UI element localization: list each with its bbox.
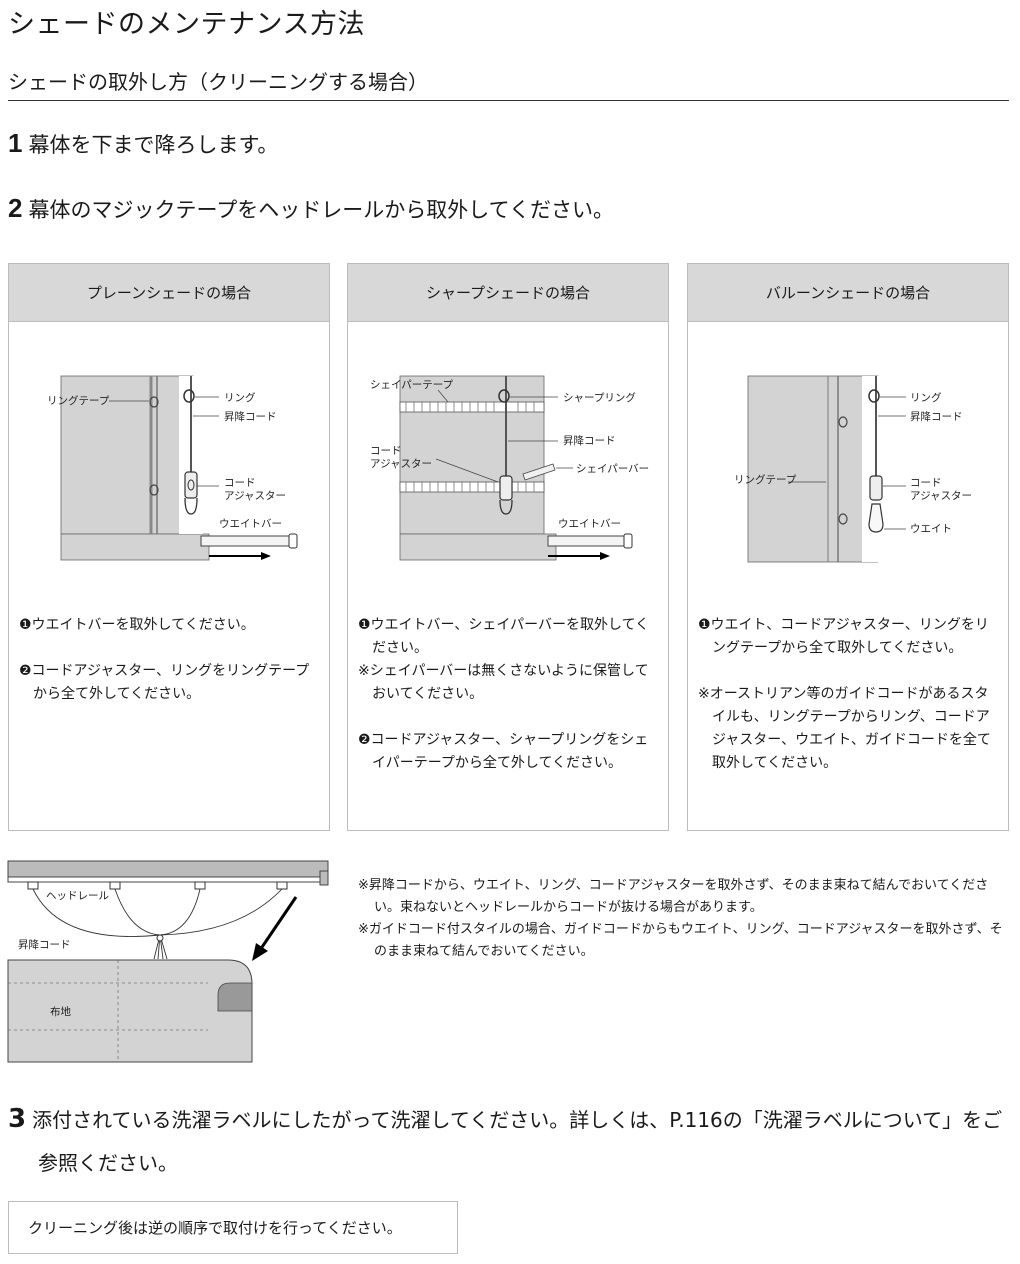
label-sharp-ring: シャープリング	[563, 391, 636, 404]
step-number: 1	[8, 128, 23, 158]
panel-instructions: ❶ウエイトバー、シェイパーバーを取外してください。 ※シェイパーバーは無くさない…	[358, 614, 662, 798]
step-text: 幕体のマジックテープをヘッドレールから取外してください。	[28, 198, 614, 222]
step-text: 添付されている洗濯ラベルにしたがって洗濯してください。詳しくは、P.116の「洗…	[32, 1108, 1003, 1175]
panel-instructions: ❶ウエイトバーを取外してください。 ❷コードアジャスター、リングをリングテープか…	[19, 614, 323, 729]
divider	[8, 100, 1009, 101]
shaper-tape-top	[399, 401, 545, 413]
instruction: ❶ウエイトバー、シェイパーバーを取外してください。	[358, 617, 650, 656]
plain-shade-figure: リングテープ リング 昇降コード コード アジャスター ウエイトバー	[47, 375, 298, 561]
label-weight: ウエイト	[910, 523, 952, 535]
sharp-shade-figure: シェイパーテープ シャープリング 昇降コード コード アジャスター シェイパーバ…	[370, 375, 649, 561]
label-adjuster-2: アジャスター	[910, 490, 972, 502]
page-title: シェードのメンテナンス方法	[8, 9, 365, 40]
instruction-note: ※シェイパーバーは無くさないように保管しておいてください。	[358, 663, 649, 702]
label-ring: リング	[224, 391, 256, 404]
panel-plain-shade: プレーンシェードの場合 リングテープ リング 昇降コード コード アジャスター …	[8, 263, 330, 831]
panel-instructions: ❶ウエイト、コードアジャスター、リングをリングテープから全て取外してください。 …	[698, 614, 1002, 798]
note: ※昇降コードから、ウエイト、リング、コードアジャスターを取外さず、そのまま束ねて…	[358, 878, 989, 915]
after-cleaning-note: クリーニング後は逆の順序で取付けを行ってください。	[8, 1201, 458, 1254]
headrail-figure: ヘッドレール 昇降コード 布地	[7, 860, 329, 1063]
label-fabric: 布地	[50, 1005, 71, 1018]
after-note-text: クリーニング後は逆の順序で取付けを行ってください。	[28, 1219, 402, 1237]
shaper-tape-bottom	[399, 481, 545, 493]
label-adjuster-1: コード	[224, 477, 256, 489]
panel-header: バルーンシェードの場合	[688, 264, 1008, 322]
label-head-rail: ヘッドレール	[46, 890, 109, 902]
instruction-note: ※オーストリアン等のガイドコードがあるスタイルも、リングテープからリング、コード…	[698, 686, 991, 771]
label-weight-bar: ウエイトバー	[558, 518, 621, 530]
label-adjuster-1: コード	[370, 445, 402, 457]
page-subtitle: シェードの取外し方（クリーニングする場合）	[8, 70, 428, 94]
label-ring-tape: リングテープ	[734, 473, 797, 486]
label-adjuster-2: アジャスター	[224, 490, 286, 502]
step-text: 幕体を下まで降ろします。	[28, 133, 279, 157]
label-cord: 昇降コード	[910, 410, 963, 423]
label-cord: 昇降コード	[563, 434, 616, 447]
balloon-shade-figure: リングテープ リング 昇降コード コード アジャスター ウエイト	[734, 375, 972, 563]
label-adjuster-2: アジャスター	[370, 458, 432, 470]
instruction: ❶ウエイトバーを取外してください。	[19, 617, 255, 633]
notes: ※昇降コードから、ウエイト、リング、コードアジャスターを取外さず、そのまま束ねて…	[358, 875, 1008, 963]
label-cord: 昇降コード	[224, 410, 277, 423]
panel-header: プレーンシェードの場合	[9, 264, 329, 322]
note: ※ガイドコード付スタイルの場合、ガイドコードからもウエイト、リング、コードアジャ…	[358, 922, 1003, 959]
instruction: ❷コードアジャスター、シャープリングをシェイパーテープから全て外してください。	[358, 732, 649, 771]
step-number: 3	[8, 1104, 27, 1134]
label-ring-tape: リングテープ	[47, 394, 110, 407]
instruction: ❷コードアジャスター、リングをリングテープから全て外してください。	[19, 663, 310, 702]
label-weight-bar: ウエイトバー	[219, 518, 282, 530]
panel-sharp-shade: シャープシェードの場合 シェイパーテープ シャープリング 昇降コード コード ア…	[347, 263, 669, 831]
label-cord: 昇降コード	[18, 938, 71, 951]
label-shaper-tape: シェイパーテープ	[370, 379, 454, 391]
panel-header: シャープシェードの場合	[348, 264, 668, 322]
step-number: 2	[8, 193, 23, 223]
panel-balloon-shade: バルーンシェードの場合 リングテープ リング 昇降コード コード アジャスター …	[687, 263, 1009, 831]
instruction: ❶ウエイト、コードアジャスター、リングをリングテープから全て取外してください。	[698, 617, 989, 656]
label-shaper-bar: シェイパーバー	[576, 463, 649, 475]
label-ring: リング	[910, 391, 942, 404]
label-adjuster-1: コード	[910, 477, 942, 489]
